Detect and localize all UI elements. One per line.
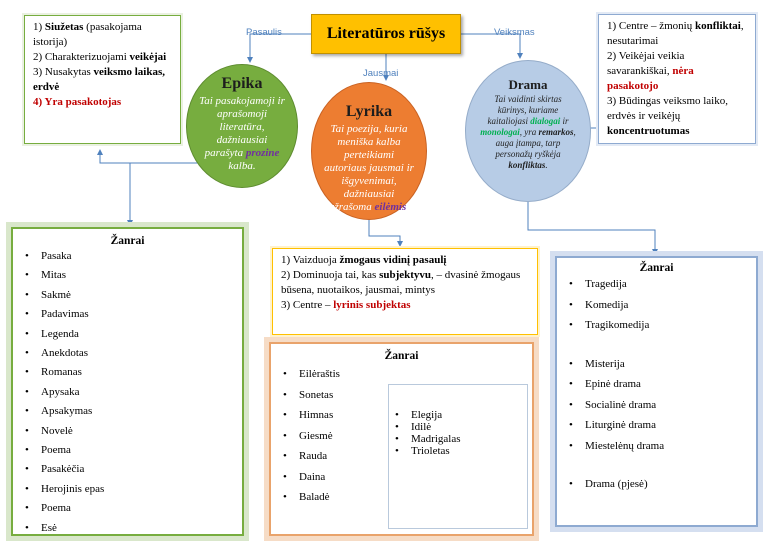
lyrika-genre-item: Rauda	[283, 446, 526, 467]
drama-circle: Drama Tai vaidinti skirtas kūrinys, kuri…	[465, 60, 591, 202]
drama-genre-item: Epinė drama	[569, 374, 750, 395]
epika-genres-list: PasakaMitasSakmėPadavimasLegendaAnekdota…	[19, 247, 236, 539]
epika-genre-item: Pasakėčia	[25, 460, 236, 480]
drama-genre-item: Socialinė drama	[569, 395, 750, 416]
lyrika-genre-item: Giesmė	[283, 426, 526, 447]
epika-genre-item: Legenda	[25, 325, 236, 345]
epika-genre-item: Mitas	[25, 266, 236, 286]
lyrika-genre-item: Idilė	[395, 421, 527, 433]
drama-genres-box: Žanrai TragedijaKomedijaTragikomedija Mi…	[555, 256, 758, 527]
lyrika-description: Tai poezija, kuria meniška kalba perteik…	[324, 123, 414, 213]
epika-feature-1: 1) Siužetas (pasakojama istorija)	[33, 21, 142, 48]
epika-genres-title: Žanrai	[110, 235, 145, 247]
epika-feature-4: 4) Yra pasakotojas	[33, 96, 122, 108]
lyrika-genre-item: Daina	[283, 467, 526, 488]
lyrika-circle: Lyrika Tai poezija, kuria meniška kalba …	[311, 82, 427, 220]
edge-label-action: Veiksmas	[494, 27, 535, 38]
drama-genre-item: Misterija	[569, 354, 750, 375]
lyrika-genre-item: Madrigalas	[395, 433, 527, 445]
lyrika-genre-item: Trioletas	[395, 445, 527, 457]
edge-label-world: Pasaulis	[246, 27, 282, 38]
epika-genre-item: Poema	[25, 441, 236, 461]
drama-genres-list-1: TragedijaKomedijaTragikomedija	[563, 274, 750, 336]
drama-genre-item: Drama (pjesė)	[569, 474, 750, 495]
lyrika-genres-subbox: ElegijaIdilėMadrigalasTrioletas	[388, 384, 528, 529]
lyrika-genres-list-2: ElegijaIdilėMadrigalasTrioletas	[389, 409, 527, 457]
lyrika-genres-title: Žanrai	[384, 350, 419, 362]
edge-label-feelings: Jausmai	[363, 68, 399, 79]
epika-genre-item: Apysaka	[25, 383, 236, 403]
lyrika-title: Lyrika	[345, 103, 393, 120]
drama-genres-title: Žanrai	[639, 262, 674, 274]
epika-feature-3: 3) Nusakytas veiksmo laikas, erdvė	[33, 66, 166, 93]
lyrika-features-box: 1) Vaizduoja žmogaus vidinį pasaulį 2) D…	[272, 248, 538, 335]
lyrika-feature-2: 2) Dominuoja tai, kas subjektyvu, – dvas…	[281, 269, 521, 296]
drama-genre-item: Komedija	[569, 295, 750, 316]
epika-genre-item: Apsakymas	[25, 402, 236, 422]
epika-genre-item: Anekdotas	[25, 344, 236, 364]
epika-genre-item: Esė	[25, 519, 236, 539]
epika-genre-item: Pasaka	[25, 247, 236, 267]
drama-genre-item: Miestelėnų drama	[569, 436, 750, 457]
lyrika-genre-item: Eilėraštis	[283, 364, 526, 385]
epika-genre-item: Novelė	[25, 422, 236, 442]
lyrika-genres-list-1: EilėraštisSonetasHimnasGiesmėRaudaDainaB…	[277, 364, 526, 508]
epika-genre-item: Sakmė	[25, 286, 236, 306]
drama-title: Drama	[508, 77, 548, 92]
main-title: Literatūros rūšys	[311, 14, 461, 54]
drama-genre-item: Tragikomedija	[569, 315, 750, 336]
drama-genre-item: Tragedija	[569, 274, 750, 295]
epika-genre-item: Herojinis epas	[25, 480, 236, 500]
lyrika-genre-item: Elegija	[395, 409, 527, 421]
drama-features-box: 1) Centre – žmonių konfliktai, nesutarim…	[598, 14, 756, 144]
epika-circle: Epika Tai pasakojamoji ir aprašomoji lit…	[186, 64, 298, 188]
drama-feature-1: 1) Centre – žmonių konfliktai, nesutarim…	[607, 20, 744, 47]
epika-description: Tai pasakojamoji ir aprašomoji literatūr…	[199, 95, 285, 172]
epika-features-box: 1) Siužetas (pasakojama istorija) 2) Cha…	[24, 15, 181, 144]
epika-genre-item: Romanas	[25, 363, 236, 383]
drama-feature-3: 3) Būdingas veiksmo laiko, erdvės ir vei…	[607, 95, 728, 137]
drama-feature-2: 2) Veikėjai veikia savarankiškai, nėra p…	[607, 50, 694, 92]
epika-genre-item: Poema	[25, 499, 236, 519]
lyrika-feature-1: 1) Vaizduoja žmogaus vidinį pasaulį	[281, 254, 447, 266]
epika-feature-2: 2) Charakterizuojami veikėjai	[33, 51, 167, 63]
lyrika-feature-3: 3) Centre – lyrinis subjektas	[281, 299, 411, 311]
epika-genres-box: Žanrai PasakaMitasSakmėPadavimasLegendaA…	[11, 227, 244, 539]
drama-genres-list-3: Drama (pjesė)	[563, 474, 750, 495]
drama-description: Tai vaidinti skirtas kūrinys, kuriame ka…	[480, 94, 576, 170]
drama-genre-item: Liturginė drama	[569, 415, 750, 436]
epika-title: Epika	[221, 75, 263, 92]
lyrika-genre-item: Baladė	[283, 487, 526, 508]
lyrika-genre-item: Sonetas	[283, 385, 526, 406]
lyrika-genre-item: Himnas	[283, 405, 526, 426]
epika-genre-item: Padavimas	[25, 305, 236, 325]
drama-genres-list-2: MisterijaEpinė dramaSocialinė dramaLitur…	[563, 354, 750, 457]
